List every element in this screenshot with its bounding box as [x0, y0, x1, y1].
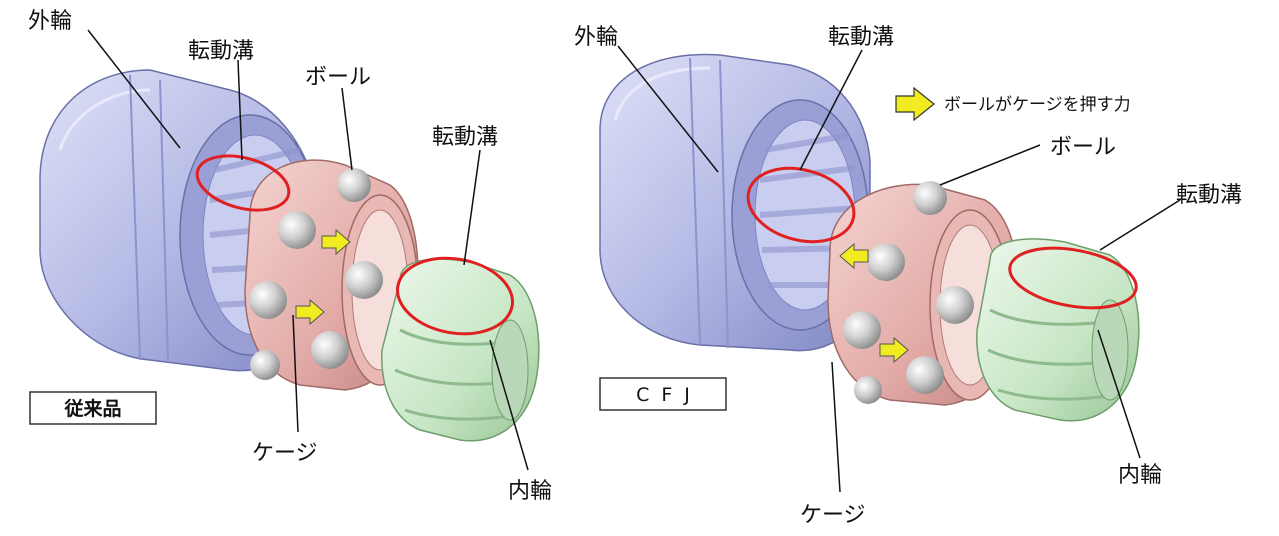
left-outer-groove-label: 転動溝 — [188, 39, 254, 64]
right-inner-groove-label: 転動溝 — [1176, 183, 1242, 208]
left-inner-ring-label: 内輪 — [508, 479, 552, 504]
left-balls — [249, 168, 383, 380]
left-force-arrow-1 — [321, 228, 351, 256]
left-inner-ring — [381, 258, 540, 442]
left-leader-lines — [87, 29, 529, 471]
left-cage-label: ケージ — [252, 441, 318, 466]
right-box-label: CFJ — [636, 384, 702, 406]
right-ball-label: ボール — [1050, 135, 1116, 160]
right-cage — [827, 181, 1019, 406]
left-inner-groove-label: 転動溝 — [432, 125, 498, 150]
left-box — [29, 391, 157, 425]
right-balls — [843, 181, 974, 404]
legend-arrow-icon — [895, 86, 935, 122]
right-outer-ring-label: 外輪 — [574, 25, 618, 50]
right-cage-label: ケージ — [800, 503, 866, 528]
left-box-label: 従来品 — [63, 397, 121, 420]
right-outer-groove-highlight — [746, 166, 856, 244]
right-box — [599, 377, 727, 411]
right-inner-groove-highlight — [1008, 246, 1138, 310]
right-outer-groove-label: 転動溝 — [828, 25, 894, 50]
left-ball-label: ボール — [305, 65, 371, 90]
left-outer-groove-highlight — [195, 154, 291, 212]
left-force-arrow-2 — [295, 298, 325, 326]
right-force-arrow-1 — [839, 242, 869, 270]
left-inner-groove-highlight — [396, 256, 514, 336]
right-inner-ring-label: 内輪 — [1118, 463, 1162, 488]
left-outer-ring-label: 外輪 — [28, 9, 72, 34]
legend-text: ボールがケージを押す力 — [944, 95, 1131, 115]
right-assembly: ボールがケージを押す力 外輪 転動溝 ボール 転動溝 ケージ 内輪 CFJ — [574, 25, 1242, 528]
right-inner-ring — [976, 238, 1140, 422]
right-leader-lines — [617, 45, 1181, 493]
right-force-arrow-2 — [879, 336, 909, 364]
left-assembly: 外輪 転動溝 ボール 転動溝 ケージ 内輪 従来品 — [28, 9, 552, 504]
